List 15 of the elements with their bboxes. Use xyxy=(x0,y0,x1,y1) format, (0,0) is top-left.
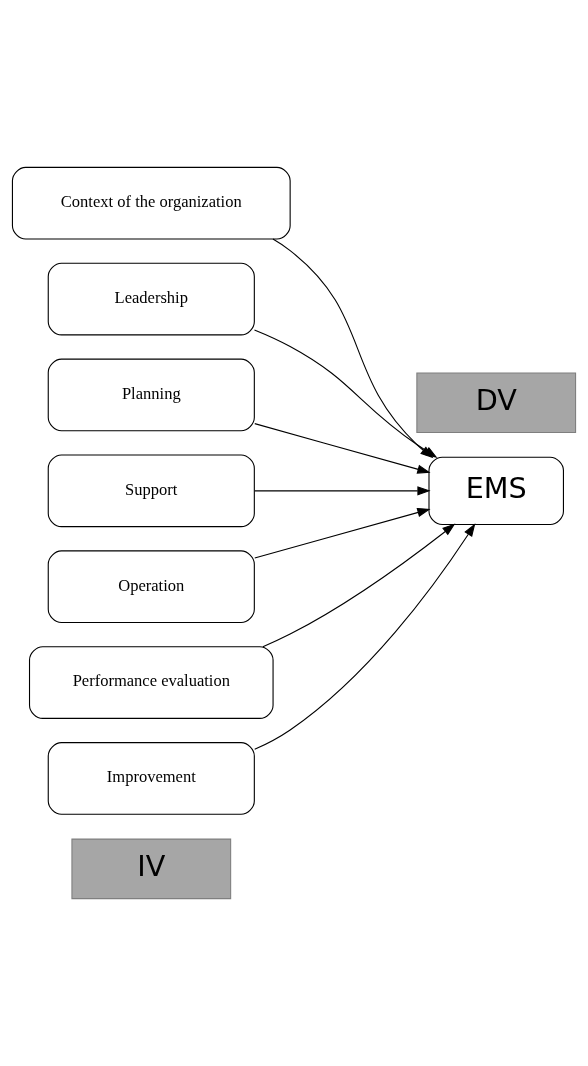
node-box: IV xyxy=(71,838,232,900)
node-box: EMS xyxy=(428,456,564,525)
node-box: DV xyxy=(416,372,577,433)
node-box: Improvement xyxy=(47,742,255,815)
node-box: Leadership xyxy=(47,262,255,336)
node-box: Support xyxy=(47,454,255,528)
node-box: Context of the organization xyxy=(11,166,291,240)
node-box: Performance evaluation xyxy=(28,646,274,719)
arrow xyxy=(254,523,476,750)
node-box: Planning xyxy=(47,358,255,432)
node-box: Operation xyxy=(47,550,255,624)
arrow xyxy=(254,486,431,496)
arrow xyxy=(262,523,456,648)
arrow xyxy=(254,423,431,474)
arrow xyxy=(254,508,431,559)
